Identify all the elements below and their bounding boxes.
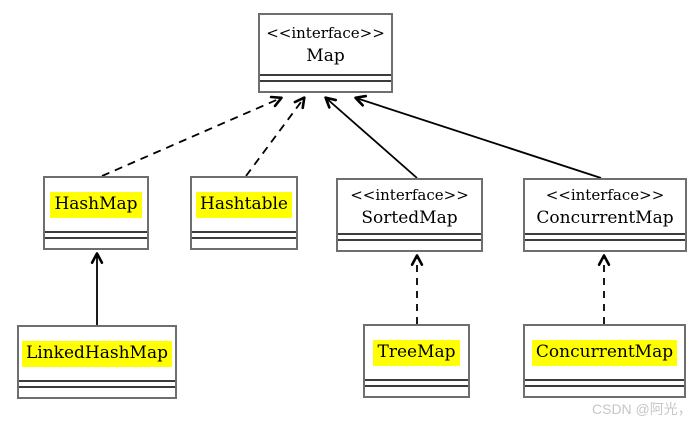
class-title-compartment: <<interface>> ConcurrentMap bbox=[525, 180, 685, 233]
class-box-sortedmap: <<interface>> SortedMap bbox=[336, 178, 483, 252]
attributes-compartment bbox=[365, 379, 468, 385]
class-box-linkedhashmap: LinkedHashMap bbox=[17, 325, 177, 399]
methods-compartment bbox=[338, 239, 481, 250]
stereotype-label: <<interface>> bbox=[266, 23, 385, 42]
class-name-highlighted: LinkedHashMap bbox=[22, 340, 172, 367]
class-title-compartment: <<interface>> Map bbox=[260, 15, 391, 74]
attributes-compartment bbox=[19, 380, 175, 386]
stereotype-label: <<interface>> bbox=[545, 185, 665, 204]
attributes-compartment bbox=[525, 233, 685, 239]
class-name-highlighted: Hashtable bbox=[196, 191, 292, 218]
methods-compartment bbox=[19, 386, 175, 397]
methods-compartment bbox=[525, 385, 684, 396]
class-box-hashmap: HashMap bbox=[43, 176, 149, 250]
class-title-compartment: <<interface>> SortedMap bbox=[338, 180, 481, 233]
class-title-compartment: HashMap bbox=[45, 178, 147, 231]
class-box-concurrentmap-interface: <<interface>> ConcurrentMap bbox=[523, 178, 687, 252]
class-title-compartment: Hashtable bbox=[192, 178, 296, 231]
class-box-map: <<interface>> Map bbox=[258, 13, 393, 93]
attributes-compartment bbox=[338, 233, 481, 239]
methods-compartment bbox=[260, 80, 391, 91]
attributes-compartment bbox=[45, 231, 147, 237]
edge-hashtable-to-map bbox=[245, 96, 306, 177]
csdn-watermark: CSDN @阿光， bbox=[592, 401, 692, 417]
stereotype-label: <<interface>> bbox=[350, 185, 469, 204]
class-title-compartment: LinkedHashMap bbox=[19, 327, 175, 380]
class-name: Map bbox=[306, 45, 345, 66]
attributes-compartment bbox=[260, 74, 391, 80]
methods-compartment bbox=[192, 237, 296, 248]
class-box-hashtable: Hashtable bbox=[190, 176, 298, 250]
edge-sortedmap-to-map bbox=[324, 96, 418, 179]
class-name: SortedMap bbox=[361, 207, 458, 228]
edge-concurrentmapif-to-map bbox=[354, 94, 602, 179]
class-title-compartment: TreeMap bbox=[365, 326, 468, 379]
class-title-compartment: ConcurrentMap bbox=[525, 326, 684, 379]
attributes-compartment bbox=[192, 231, 296, 237]
class-box-concurrentmap: ConcurrentMap bbox=[523, 324, 686, 398]
class-name-highlighted: TreeMap bbox=[373, 339, 460, 366]
class-name: ConcurrentMap bbox=[536, 207, 674, 228]
methods-compartment bbox=[365, 385, 468, 396]
class-box-treemap: TreeMap bbox=[363, 324, 470, 398]
edge-hashmap-to-map bbox=[101, 95, 283, 177]
class-name-highlighted: ConcurrentMap bbox=[531, 339, 678, 366]
class-name-highlighted: HashMap bbox=[50, 191, 142, 218]
methods-compartment bbox=[525, 239, 685, 250]
methods-compartment bbox=[45, 237, 147, 248]
attributes-compartment bbox=[525, 379, 684, 385]
